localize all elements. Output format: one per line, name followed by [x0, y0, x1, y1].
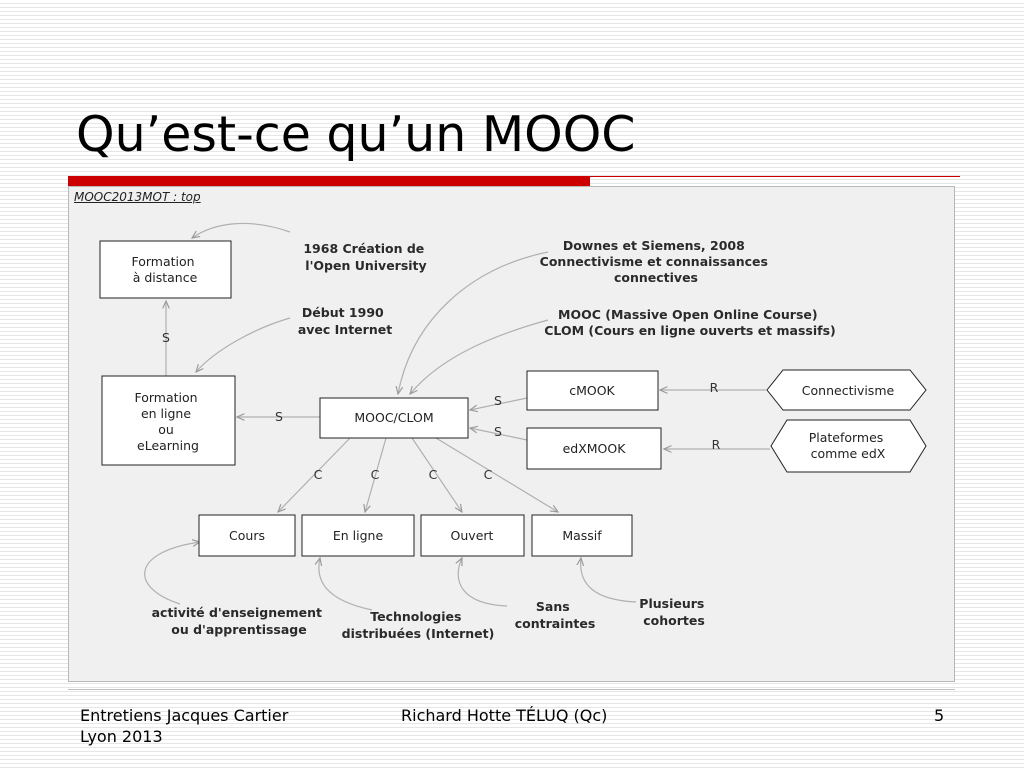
link-label-c-cours: C — [314, 467, 323, 482]
box-massif-label: Massif — [562, 528, 602, 543]
box-en-ligne-label: En ligne — [333, 528, 384, 543]
footer-divider — [68, 689, 955, 690]
link-label-r-plateformes: R — [712, 437, 721, 452]
diagram-caption[interactable]: MOOC2013MOT : top — [74, 190, 201, 204]
link-label-s-cmook: S — [494, 393, 502, 408]
box-cours[interactable] — [198, 514, 296, 557]
note-activite: activité d'enseignement ou d'apprentissa… — [152, 605, 327, 637]
note-downes-siemens: Downes et Siemens, 2008 Connectivisme et… — [540, 238, 773, 285]
hex-plateformes[interactable] — [770, 419, 927, 473]
link-label-s-left: S — [275, 409, 283, 424]
link-c-en-ligne — [365, 437, 387, 512]
box-edxmook[interactable] — [526, 427, 662, 470]
link-label-c-en-ligne: C — [371, 467, 380, 482]
link-label-r-connectivisme: R — [710, 380, 719, 395]
footer-event-line-2: Lyon 2013 — [80, 727, 163, 746]
hex-connectivisme[interactable] — [766, 369, 927, 411]
note-link-technologies — [319, 558, 373, 611]
box-cours-label: Cours — [229, 528, 265, 543]
box-cmook[interactable] — [526, 370, 659, 411]
link-label-c-massif: C — [484, 467, 493, 482]
link-s-cmook — [470, 397, 528, 410]
footer-event-line-1: Entretiens Jacques Cartier — [80, 706, 289, 725]
note-plusieurs-cohortes: Plusieurs cohortes — [639, 596, 708, 628]
footer-author: Richard Hotte TÉLUQ (Qc) — [401, 706, 608, 725]
link-c-massif — [435, 437, 558, 512]
box-ouvert-label: Ouvert — [451, 528, 494, 543]
note-link-debut-1990 — [196, 317, 291, 372]
box-massif[interactable] — [531, 514, 633, 557]
note-link-open-university — [192, 222, 291, 238]
link-c-cours — [278, 437, 351, 512]
page-number: 5 — [934, 706, 945, 725]
box-edxmook-label: edXMOOK — [563, 441, 627, 456]
link-label-c-ouvert: C — [429, 467, 438, 482]
box-mooc-clom-label: MOOC/CLOM — [354, 410, 433, 425]
note-technologies: Technologies distribuées (Internet) — [342, 609, 495, 641]
note-link-mooc-definition — [410, 319, 549, 394]
title-accent-bar — [68, 176, 590, 186]
title-accent-line — [590, 176, 960, 177]
box-formation-en-ligne[interactable] — [101, 375, 236, 466]
box-formation-distance[interactable] — [99, 240, 232, 299]
link-s-edxmook — [470, 428, 528, 441]
hex-plateformes-label: Plateformes comme edX — [809, 430, 888, 461]
note-link-sans-contraintes — [458, 558, 508, 607]
box-formation-en-ligne-label: Formation en ligne ou eLearning — [134, 390, 201, 453]
note-sans-contraintes: Sans contraintes — [515, 599, 596, 631]
link-label-s-vertical: S — [162, 330, 170, 345]
link-label-s-edxmook: S — [494, 424, 502, 439]
hex-connectivisme-label: Connectivisme — [802, 383, 895, 398]
box-ouvert[interactable] — [420, 514, 525, 557]
box-cmook-label: cMOOK — [569, 383, 615, 398]
note-link-downes-siemens — [398, 251, 549, 394]
note-debut-1990: Début 1990 avec Internet — [298, 305, 392, 337]
slide-title: Qu’est-ce qu’un MOOC — [76, 106, 636, 163]
note-open-university: 1968 Création de l'Open University — [303, 241, 428, 273]
link-c-ouvert — [411, 437, 462, 512]
note-link-activite — [144, 542, 200, 605]
box-mooc-clom[interactable] — [319, 397, 469, 439]
note-link-plusieurs-cohortes — [581, 558, 637, 603]
box-formation-distance-label: Formation à distance — [131, 254, 198, 285]
note-mooc-definition: MOOC (Massive Open Online Course) CLOM (… — [544, 307, 835, 338]
box-en-ligne[interactable] — [301, 514, 415, 557]
